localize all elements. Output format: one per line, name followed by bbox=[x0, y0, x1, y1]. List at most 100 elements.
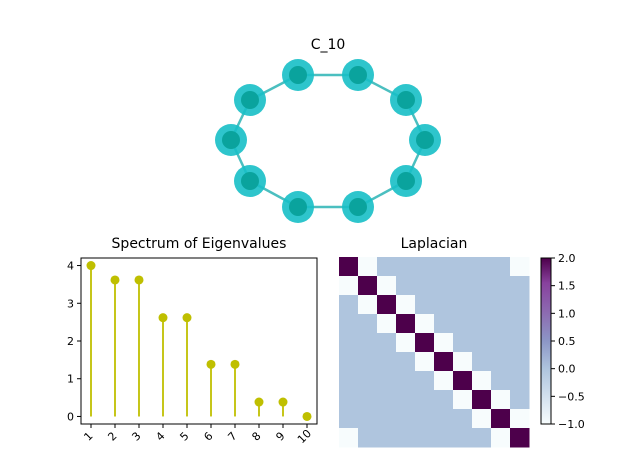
heatmap-cell bbox=[472, 371, 492, 391]
heatmap-cell bbox=[377, 333, 397, 353]
heatmap-cell bbox=[491, 333, 511, 353]
heatmap-cell bbox=[415, 257, 435, 277]
cycle-graph bbox=[215, 59, 441, 223]
heatmap-cell bbox=[358, 295, 378, 315]
heatmap-cell bbox=[358, 352, 378, 372]
heatmap-cell bbox=[510, 314, 530, 334]
heatmap-cell bbox=[472, 276, 492, 296]
graph-node-core bbox=[289, 66, 307, 84]
heatmap-cell bbox=[434, 314, 454, 334]
heatmap-cell bbox=[510, 295, 530, 315]
heatmap-cell bbox=[491, 314, 511, 334]
heatmap-cell bbox=[434, 257, 454, 277]
heatmap-cell bbox=[358, 428, 378, 448]
heatmap-cell bbox=[434, 276, 454, 296]
y-tick-label: 3 bbox=[67, 297, 74, 310]
heatmap-cell bbox=[377, 314, 397, 334]
heatmap-cell bbox=[377, 295, 397, 315]
heatmap-cell bbox=[453, 352, 473, 372]
y-tick-label: 1 bbox=[67, 373, 74, 386]
heatmap-cell bbox=[453, 333, 473, 353]
heatmap-cell bbox=[434, 409, 454, 429]
heatmap-cell bbox=[415, 390, 435, 410]
heatmap-cell bbox=[415, 276, 435, 296]
heatmap-cell bbox=[453, 257, 473, 277]
heatmap-cell bbox=[434, 352, 454, 372]
heatmap-cell bbox=[377, 371, 397, 391]
heatmap-cell bbox=[510, 333, 530, 353]
heatmap-cell bbox=[377, 352, 397, 372]
stem-marker bbox=[278, 397, 288, 407]
heatmap-cell bbox=[396, 352, 416, 372]
stem-marker bbox=[230, 359, 240, 369]
stem-marker bbox=[254, 397, 264, 407]
heatmap-cell bbox=[377, 276, 397, 296]
heatmap-cell bbox=[453, 428, 473, 448]
graph-node-core bbox=[397, 91, 415, 109]
heatmap-cell bbox=[415, 371, 435, 391]
heatmap-cell bbox=[415, 295, 435, 315]
heatmap-cell bbox=[339, 333, 359, 353]
heatmap-cell bbox=[472, 333, 492, 353]
heatmap-cell bbox=[377, 390, 397, 410]
heatmap-cell bbox=[396, 314, 416, 334]
heatmap-cell bbox=[510, 276, 530, 296]
heatmap-cell bbox=[415, 314, 435, 334]
graph-node-core bbox=[349, 198, 367, 216]
x-tick-label: 10 bbox=[295, 427, 314, 446]
heatmap-cell bbox=[434, 371, 454, 391]
heatmap-cell bbox=[491, 295, 511, 315]
heatmap-cell bbox=[339, 352, 359, 372]
heatmap-cell bbox=[396, 276, 416, 296]
heatmap-cell bbox=[396, 333, 416, 353]
heatmap-cell bbox=[453, 371, 473, 391]
heatmap-cell bbox=[434, 428, 454, 448]
heatmap-cell bbox=[491, 352, 511, 372]
heatmap-cell bbox=[510, 390, 530, 410]
heatmap-cell bbox=[396, 371, 416, 391]
x-tick-label: 5 bbox=[177, 429, 191, 443]
stem-marker bbox=[134, 275, 144, 285]
x-tick-label: 4 bbox=[153, 429, 167, 443]
heatmap-cell bbox=[453, 295, 473, 315]
y-tick-label: 2 bbox=[67, 335, 74, 348]
heatmap-cell bbox=[339, 257, 359, 277]
heatmap-cell bbox=[396, 295, 416, 315]
heatmap-cell bbox=[453, 276, 473, 296]
graph-node-core bbox=[416, 131, 434, 149]
laplacian-heatmap bbox=[339, 257, 530, 448]
spectrum-title: Spectrum of Eigenvalues bbox=[112, 236, 287, 252]
heatmap-cell bbox=[472, 295, 492, 315]
graph-node-core bbox=[241, 91, 259, 109]
graph-node-core bbox=[397, 172, 415, 190]
x-tick-label: 2 bbox=[105, 429, 119, 443]
heatmap-cell bbox=[434, 333, 454, 353]
colorbar-tick-label: 1.0 bbox=[558, 307, 576, 320]
laplacian-title: Laplacian bbox=[401, 236, 468, 252]
heatmap-cell bbox=[377, 257, 397, 277]
heatmap-cell bbox=[510, 371, 530, 391]
stem-marker bbox=[110, 275, 120, 285]
heatmap-cell bbox=[415, 333, 435, 353]
colorbar-tick-label: 1.5 bbox=[558, 280, 576, 293]
heatmap-cell bbox=[510, 352, 530, 372]
heatmap-cell bbox=[358, 257, 378, 277]
heatmap-cell bbox=[472, 409, 492, 429]
x-tick-label: 9 bbox=[273, 429, 287, 443]
y-tick-label: 4 bbox=[67, 260, 74, 273]
y-tick-label: 0 bbox=[67, 410, 74, 423]
heatmap-cell bbox=[491, 276, 511, 296]
colorbar-tick-label: −0.5 bbox=[558, 390, 585, 403]
heatmap-cell bbox=[358, 390, 378, 410]
x-tick-label: 8 bbox=[249, 429, 263, 443]
heatmap-cell bbox=[358, 314, 378, 334]
graph-node-core bbox=[222, 131, 240, 149]
heatmap-cell bbox=[491, 371, 511, 391]
stem-marker bbox=[206, 359, 216, 369]
heatmap-cell bbox=[339, 295, 359, 315]
heatmap-cell bbox=[358, 276, 378, 296]
heatmap-cell bbox=[472, 314, 492, 334]
heatmap-cell bbox=[472, 352, 492, 372]
